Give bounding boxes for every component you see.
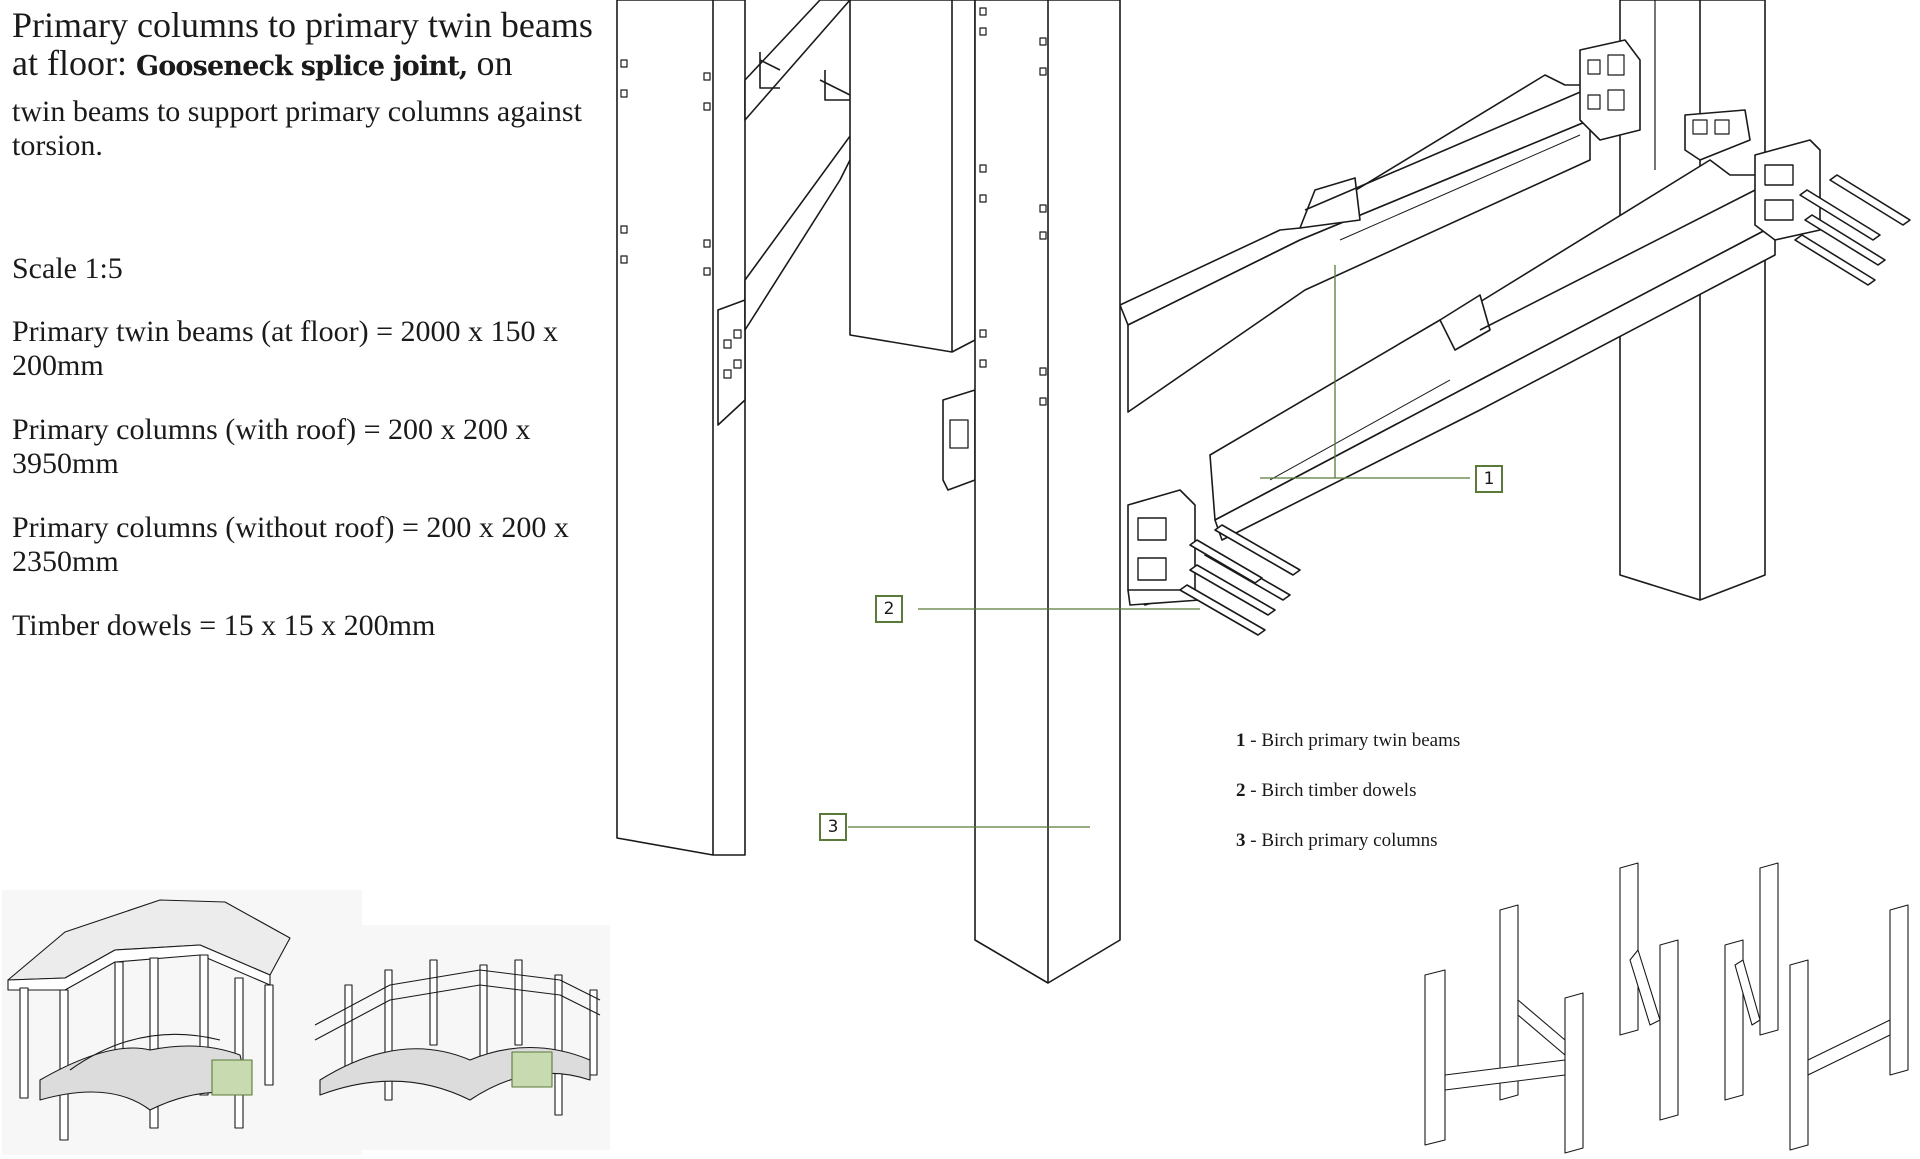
- back-column: [849, 0, 976, 353]
- legend-text: Birch primary columns: [1261, 830, 1438, 851]
- spec-dowels: Timber dowels = 15 x 15 x 200mm: [12, 609, 436, 642]
- assembly-views: [1424, 862, 1909, 1154]
- legend: 1 - Birch primary twin beams 2 - Birch t…: [1236, 730, 1636, 880]
- spec-columns-without-roof: Primary columns (without roof) = 200 x 2…: [12, 511, 569, 578]
- leader-lines: [848, 265, 1470, 828]
- legend-num: 2: [1236, 780, 1246, 801]
- joint-tail: on: [476, 43, 513, 83]
- dowels-rear: [1794, 174, 1911, 286]
- callout-2: 2: [875, 595, 903, 623]
- legend-num: 3: [1236, 830, 1246, 851]
- front-column: [974, 0, 1121, 984]
- callout-3: 3: [819, 813, 847, 841]
- context-view-roofed: [2, 890, 362, 1155]
- legend-item: 3 - Birch primary columns: [1236, 830, 1438, 851]
- spec-scale: Scale 1:5: [12, 252, 123, 285]
- dowels-front: [1179, 524, 1301, 636]
- legend-item: 1 - Birch primary twin beams: [1236, 730, 1461, 751]
- legend-item: 2 - Birch timber dowels: [1236, 780, 1417, 801]
- back-twin-beam: [1119, 39, 1751, 413]
- legend-text: Birch timber dowels: [1261, 780, 1417, 801]
- legend-num: 1: [1236, 730, 1246, 751]
- drawing-description: twin beams to support primary columns ag…: [12, 95, 582, 162]
- gooseneck-splice-rear: [1754, 139, 1821, 241]
- drawing-title: Primary columns to primary twin beams at…: [12, 6, 602, 86]
- title-line: Primary columns to primary twin beams at…: [12, 5, 593, 83]
- legend-text: Birch primary twin beams: [1261, 730, 1461, 751]
- joint-name: Gooseneck splice joint,: [135, 51, 468, 82]
- callout-1: 1: [1475, 465, 1503, 493]
- left-column: [616, 0, 746, 856]
- left-column-bracket: [942, 389, 976, 491]
- far-right-column: [1619, 0, 1766, 601]
- spec-columns-with-roof: Primary columns (with roof) = 200 x 200 …: [12, 413, 531, 480]
- spec-twin-beams: Primary twin beams (at floor) = 2000 x 1…: [12, 315, 558, 382]
- front-twin-beam: [1209, 159, 1776, 541]
- context-view-open: [310, 925, 610, 1150]
